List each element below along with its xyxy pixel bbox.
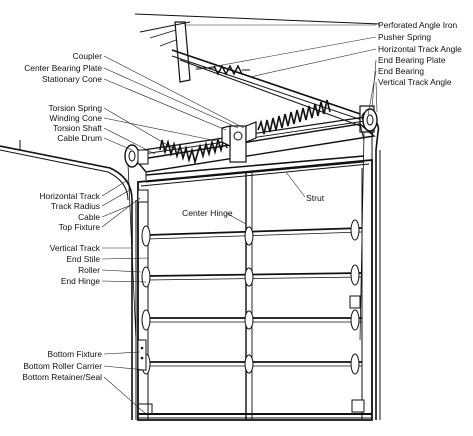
leader-lines <box>101 24 378 415</box>
label-cable-drum: Cable Drum <box>57 133 102 143</box>
label-cable: Cable <box>78 212 100 222</box>
label-end-hinge: End Hinge <box>61 276 100 286</box>
label-perforated-angle-iron: Perforated Angle Iron <box>378 20 457 30</box>
label-vertical-track-angle: Vertical Track Angle <box>378 77 452 87</box>
labels-left-top: Coupler Center Bearing Plate Stationary … <box>24 51 102 143</box>
label-bottom-fixture: Bottom Fixture <box>48 349 103 359</box>
torsion-assembly <box>124 99 378 341</box>
label-vertical-track: Vertical Track <box>50 243 101 253</box>
left-torsion-spring <box>159 134 228 166</box>
label-coupler: Coupler <box>73 51 103 61</box>
left-track <box>0 140 153 420</box>
label-end-bearing-plate: End Bearing Plate <box>378 55 446 65</box>
labels-right: Perforated Angle Iron Pusher Spring Hori… <box>378 20 462 87</box>
label-winding-cone: Winding Cone <box>49 113 102 123</box>
right-torsion-spring <box>257 99 331 135</box>
right-track <box>351 150 381 420</box>
label-horizontal-track: Horizontal Track <box>39 191 100 201</box>
label-horizontal-track-angle: Horizontal Track Angle <box>378 44 462 54</box>
center-hinges <box>244 226 254 374</box>
label-pusher-spring: Pusher Spring <box>378 32 431 42</box>
labels-bottom: Bottom Fixture Bottom Roller Carrier Bot… <box>22 349 102 382</box>
panel-joints <box>147 227 363 367</box>
label-torsion-spring: Torsion Spring <box>48 103 102 113</box>
label-center-bearing-plate: Center Bearing Plate <box>24 63 102 73</box>
label-center-hinge: Center Hinge <box>182 208 233 218</box>
labels-center: Strut Center Hinge <box>182 193 325 218</box>
label-bottom-roller-carrier: Bottom Roller Carrier <box>23 361 102 371</box>
label-end-bearing: End Bearing <box>378 66 424 76</box>
door-body <box>137 155 373 421</box>
label-strut: Strut <box>306 193 325 203</box>
label-top-fixture: Top Fixture <box>59 222 101 232</box>
labels-left-middle: Horizontal Track Track Radius Cable Top … <box>39 191 100 286</box>
label-stationary-cone: Stationary Cone <box>42 74 102 84</box>
right-end-hinges <box>349 219 361 375</box>
label-torsion-shaft: Torsion Shaft <box>53 123 103 133</box>
label-track-radius: Track Radius <box>51 201 100 211</box>
label-bottom-retainer-seal: Bottom Retainer/Seal <box>22 372 102 382</box>
label-roller: Roller <box>78 265 100 275</box>
label-end-stile: End Stile <box>66 254 100 264</box>
